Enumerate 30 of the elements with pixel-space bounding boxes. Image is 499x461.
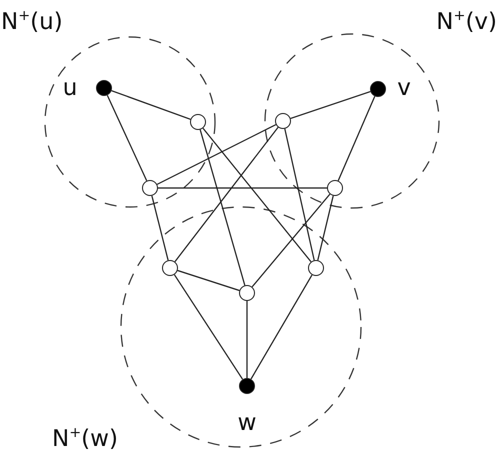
vertex-dot xyxy=(190,114,206,130)
graph-edge xyxy=(158,187,327,189)
graph-edge xyxy=(290,91,371,119)
vertex-label: w xyxy=(238,410,256,436)
graph-edge xyxy=(174,274,244,380)
graph-edge xyxy=(202,128,312,262)
vertex-label: v xyxy=(397,74,411,102)
graph-edge xyxy=(338,96,376,181)
set-label: N$^{+}$(v) xyxy=(436,8,497,36)
set-label: N$^{+}$(w) xyxy=(52,426,118,452)
graph-edge xyxy=(246,301,248,378)
graph-edge xyxy=(250,274,313,380)
graph-edge xyxy=(156,124,276,185)
set-label: N$^{+}$(u) xyxy=(1,8,63,36)
vertex-label: u xyxy=(62,74,78,102)
graph-edge xyxy=(200,130,246,286)
vertex-dot xyxy=(308,260,324,276)
graph-edge xyxy=(317,196,334,260)
graph-edge xyxy=(284,128,315,260)
vertex-dot xyxy=(275,113,291,129)
graph-edge xyxy=(177,270,240,292)
vertex-dot xyxy=(239,285,255,301)
graph-edge xyxy=(106,95,148,181)
graph-edge xyxy=(252,194,330,288)
graph-edge xyxy=(151,196,169,260)
vertex-dot xyxy=(162,260,178,276)
vertex-dot xyxy=(142,180,158,196)
graph-edge xyxy=(111,90,191,120)
vertex-dot xyxy=(327,180,343,196)
graph-edge xyxy=(174,126,279,262)
